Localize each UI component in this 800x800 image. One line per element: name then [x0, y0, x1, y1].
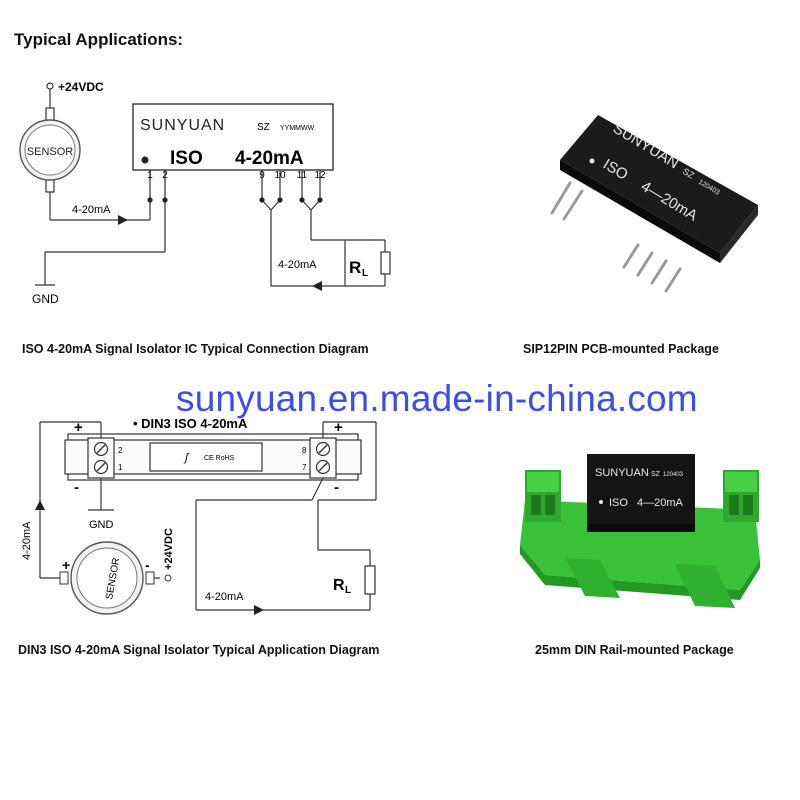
signal-in-label: 4-20mA [72, 204, 111, 216]
ic-brand: SUNYUAN [140, 117, 225, 134]
din-application-diagram: • DIN3 ISO 4-20mA + - + - 2 1 8 7 ʃ CE R… [21, 416, 377, 615]
din-module [587, 454, 695, 524]
pin-label: 10 [274, 170, 286, 181]
din-title: • DIN3 ISO 4-20mA [133, 416, 248, 431]
package1-caption: SIP12PIN PCB-mounted Package [523, 342, 719, 356]
pin-label: 12 [314, 170, 326, 181]
page-heading: Typical Applications: [14, 30, 184, 49]
din-load-subscript: L [345, 585, 351, 596]
ic-sz: SZ [257, 122, 270, 133]
din-ce-mark: CE RoHS [204, 455, 235, 462]
din-pin-label: 7 [302, 463, 307, 472]
din-logo: ʃ [183, 452, 190, 464]
din-sensor-minus: - [145, 557, 150, 573]
pin-label: 1 [147, 170, 153, 181]
load-subscript: L [362, 268, 368, 279]
pkg2-brand: SUNYUAN [595, 467, 649, 479]
din-gnd-label: GND [89, 519, 114, 531]
sip12-package-photo: SUNYUAN SZ 120403 ISO 4—20mA [550, 115, 758, 293]
gnd-label: GND [32, 292, 59, 306]
arrow-up [35, 500, 45, 510]
pin1-marker [141, 156, 149, 164]
package2-caption: 25mm DIN Rail-mounted Package [535, 643, 734, 657]
din-supply-label: +24VDC [163, 528, 175, 570]
ic-date-code: YYMMWW [280, 125, 315, 132]
signal-out-label: 4-20mA [278, 259, 317, 271]
din-load-label: R [333, 577, 345, 594]
din-pin-label: 8 [302, 446, 307, 455]
din-signal-bottom: 4-20mA [205, 591, 244, 603]
load-resistor [380, 251, 391, 275]
supply-terminal [46, 82, 54, 90]
arrow-right [254, 605, 264, 615]
din-load-resistor [364, 565, 376, 595]
watermark-text: sunyuan.en.made-in-china.com [176, 378, 698, 419]
ic-model-iso: ISO [170, 148, 203, 169]
pin-label: 11 [297, 170, 308, 181]
diagram1-caption: ISO 4-20mA Signal Isolator IC Typical Co… [22, 342, 369, 356]
pin-label: 9 [259, 170, 265, 181]
din-plus-left: + [74, 419, 83, 436]
pin-label: 2 [162, 170, 168, 181]
arrow-out [312, 281, 322, 291]
diagram2-caption: DIN3 ISO 4-20mA Signal Isolator Typical … [18, 643, 380, 657]
pkg2-sz: SZ [651, 471, 661, 478]
pkg2-code: 120403 [663, 472, 684, 478]
ic-connection-diagram: SENSOR +24VDC SUNYUAN SZ YYMMWW ISO 4-20… [19, 80, 391, 306]
din-minus-right: - [334, 479, 339, 496]
din-minus-left: - [74, 479, 79, 496]
din-pin-label: 2 [118, 446, 123, 455]
ic-model-range: 4-20mA [235, 148, 304, 169]
din-signal-left: 4-20mA [21, 521, 33, 560]
pkg2-iso: ISO [609, 497, 628, 509]
din-pin-label: 1 [118, 463, 123, 472]
supply-label: +24VDC [58, 80, 104, 94]
pkg2-range: 4—20mA [637, 497, 684, 509]
load-label: R [349, 258, 361, 277]
sensor-body [19, 119, 81, 181]
sensor-label: SENSOR [27, 146, 74, 158]
din-plus-right: + [334, 419, 343, 436]
din-rail-package-photo: SUNYUAN SZ 120403 ISO 4—20mA [520, 454, 760, 608]
din-sensor-plus: + [62, 557, 70, 573]
arrow-in [118, 215, 128, 225]
din-supply-terminal [164, 574, 172, 582]
